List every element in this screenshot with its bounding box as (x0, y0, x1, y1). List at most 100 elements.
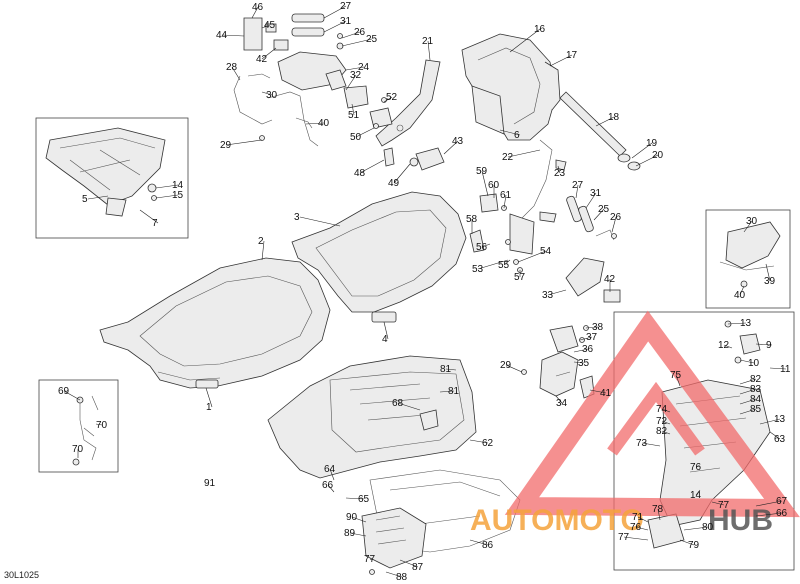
leader-line-2 (261, 240, 265, 261)
leader-line-5 (87, 195, 109, 200)
callout-label-71: 71 (632, 512, 644, 523)
leader-line-6 (499, 129, 521, 136)
leader-line-78 (657, 508, 661, 521)
leader-line-72 (661, 420, 671, 425)
leader-line-76 (695, 465, 701, 468)
leader-line-62 (469, 439, 489, 444)
callout-label-65: 65 (358, 494, 370, 505)
passenger-seat-part (291, 191, 467, 323)
leader-line-40 (305, 122, 325, 125)
leader-line-14 (155, 184, 179, 189)
callout-label-29b: 29 (500, 360, 512, 371)
wiring-part (72, 395, 99, 466)
leader-line-28 (231, 66, 241, 81)
leader-line-21 (427, 40, 431, 61)
leader-line-55 (503, 259, 511, 266)
callout-label-41: 41 (600, 388, 612, 399)
leader-line-79 (679, 539, 695, 546)
callout-label-56: 56 (476, 242, 488, 253)
callout-label-33: 33 (542, 290, 554, 301)
leader-line-89 (349, 532, 367, 537)
callout-label-91: 91 (204, 478, 216, 489)
callout-label-76b: 76 (630, 522, 642, 533)
leader-line-51 (351, 103, 355, 116)
callout-label-66b: 66 (776, 508, 788, 519)
leader-line-4 (383, 321, 389, 340)
callout-label-39: 39 (764, 276, 776, 287)
callout-label-60: 60 (488, 180, 500, 191)
leader-line-90 (351, 516, 367, 523)
leader-line-18 (595, 116, 615, 127)
nut-part (409, 157, 419, 167)
leader-line-84 (739, 398, 757, 405)
leader-line-64 (329, 468, 335, 481)
plate-part (415, 147, 445, 171)
callout-label-75: 75 (670, 370, 682, 381)
callout-label-24: 24 (358, 62, 370, 73)
leader-line-43 (443, 140, 459, 155)
callout-label-89: 89 (344, 528, 356, 539)
callout-label-70: 70 (96, 420, 108, 431)
leader-line-88 (385, 571, 403, 578)
detail-box-backrest-mech (705, 209, 791, 309)
leader-line-50 (355, 127, 375, 138)
callout-label-84: 84 (750, 394, 762, 405)
callout-label-30: 30 (266, 90, 278, 101)
leader-line-85 (739, 408, 757, 415)
callout-label-45: 45 (264, 20, 276, 31)
leader-line-68 (397, 402, 421, 411)
leader-line-61 (503, 194, 507, 209)
leader-line-82b (661, 430, 671, 435)
leader-line-9 (755, 343, 773, 346)
leader-line-39 (765, 263, 771, 282)
leader-line-77c (623, 536, 649, 541)
leader-line-52 (383, 96, 393, 103)
callout-label-87: 87 (412, 562, 424, 573)
leader-line-12 (723, 344, 733, 349)
callout-label-40: 40 (318, 118, 330, 129)
leader-line-83 (739, 388, 757, 395)
callout-label-83: 83 (750, 384, 762, 395)
leader-line-45 (261, 24, 271, 29)
leader-line-53 (477, 259, 509, 270)
storage-tray-part (267, 355, 477, 479)
callout-label-42: 42 (256, 54, 268, 65)
leader-line-35 (573, 361, 585, 364)
callout-label-27: 27 (340, 1, 352, 12)
leader-line-66 (327, 484, 335, 493)
callout-leaders (63, 5, 787, 578)
callout-label-62: 62 (482, 438, 494, 449)
leader-line-40b (739, 285, 745, 296)
leader-line-86 (469, 539, 489, 546)
detail-box-seat-frame (35, 117, 189, 239)
leader-line-73 (641, 442, 661, 447)
callout-label-79: 79 (688, 540, 700, 551)
callout-label-66: 66 (322, 480, 334, 491)
leader-line-11 (769, 367, 787, 370)
leader-line-14b (695, 489, 701, 496)
leader-line-23 (557, 165, 561, 174)
leader-line-30b (743, 220, 753, 233)
callout-label-2: 2 (258, 236, 264, 247)
callout-label-81b: 81 (448, 386, 460, 397)
callout-label-77c: 77 (618, 532, 630, 543)
leader-line-33 (547, 289, 567, 296)
callout-label-52: 52 (386, 92, 398, 103)
leader-line-20 (635, 154, 659, 167)
callout-label-7: 7 (152, 218, 158, 229)
right-handle-group (565, 195, 621, 303)
callout-label-85: 85 (750, 404, 762, 415)
leader-line-32 (345, 74, 357, 91)
leader-line-76b (635, 526, 649, 531)
callout-label-26: 26 (354, 27, 366, 38)
leader-line-13b (759, 418, 781, 425)
backrest-tube-part (559, 91, 641, 171)
leader-line-81 (445, 368, 457, 371)
callout-label-50: 50 (350, 132, 362, 143)
leader-line-24 (345, 66, 365, 71)
callout-label-44: 44 (216, 30, 228, 41)
backrest-bracket-part (375, 59, 441, 147)
callout-label-81: 81 (440, 364, 452, 375)
leader-line-25 (341, 38, 373, 47)
